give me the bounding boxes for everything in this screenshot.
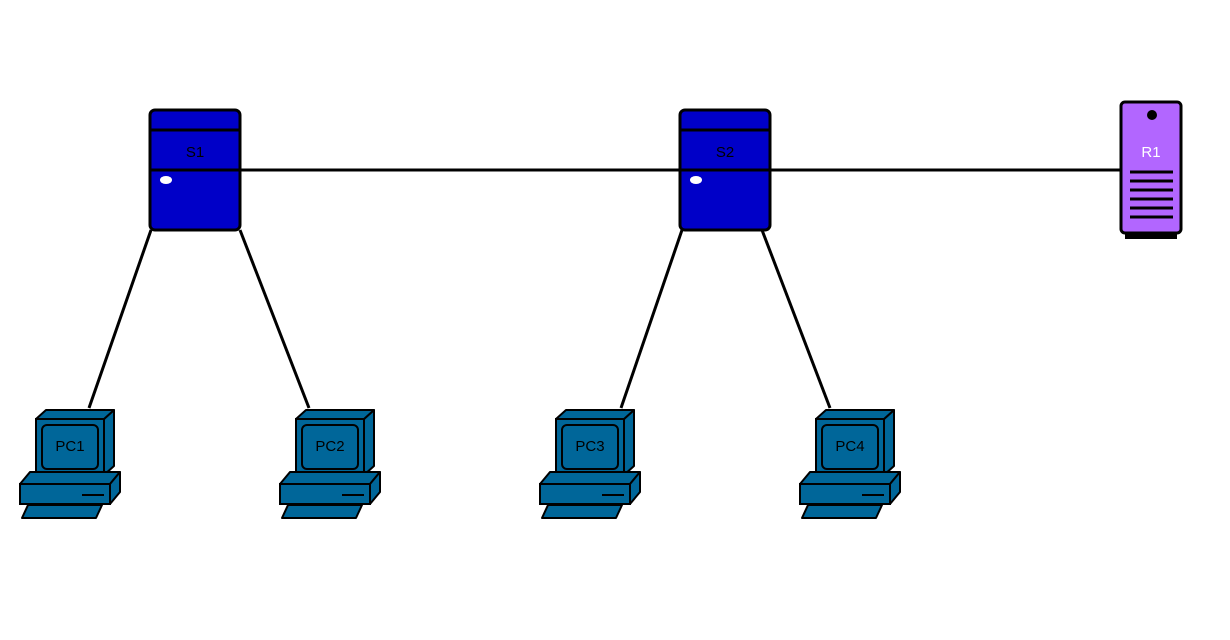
switch-s1-label: S1 <box>186 144 204 161</box>
pc-pc1[interactable]: PC1 <box>19 409 121 519</box>
pc-pc2[interactable]: PC2 <box>279 409 381 519</box>
link-s1-pc2 <box>238 229 311 409</box>
pc4-computer-icon <box>799 409 901 519</box>
links <box>87 168 1120 409</box>
router-r1-label: R1 <box>1141 144 1160 161</box>
router-r1[interactable]: R1 <box>1119 100 1183 239</box>
pc2-computer-icon <box>279 409 381 519</box>
switch-s2-label: S2 <box>716 144 734 161</box>
pc4-label: PC4 <box>835 438 864 455</box>
link-s2-pc4 <box>760 229 832 409</box>
pc2-label: PC2 <box>315 438 344 455</box>
pc1-label: PC1 <box>55 438 84 455</box>
pc1-computer-icon <box>19 409 121 519</box>
pc-pc4[interactable]: PC4 <box>799 409 901 519</box>
link-s2-pc3 <box>619 229 684 409</box>
pc3-label: PC3 <box>575 438 604 455</box>
switch-s1-led-icon <box>160 176 172 184</box>
router-r1-foot <box>1125 233 1177 239</box>
pc3-computer-icon <box>539 409 641 519</box>
router-r1-body <box>1119 100 1183 235</box>
router-r1-power-icon <box>1147 110 1157 120</box>
pc-pc3[interactable]: PC3 <box>539 409 641 519</box>
switch-s2-led-icon <box>690 176 702 184</box>
switch-s2[interactable]: S2 <box>678 108 772 232</box>
switch-s1[interactable]: S1 <box>148 108 242 232</box>
router-r1-vent-icon <box>1130 170 1173 219</box>
link-s1-pc1 <box>87 229 153 409</box>
